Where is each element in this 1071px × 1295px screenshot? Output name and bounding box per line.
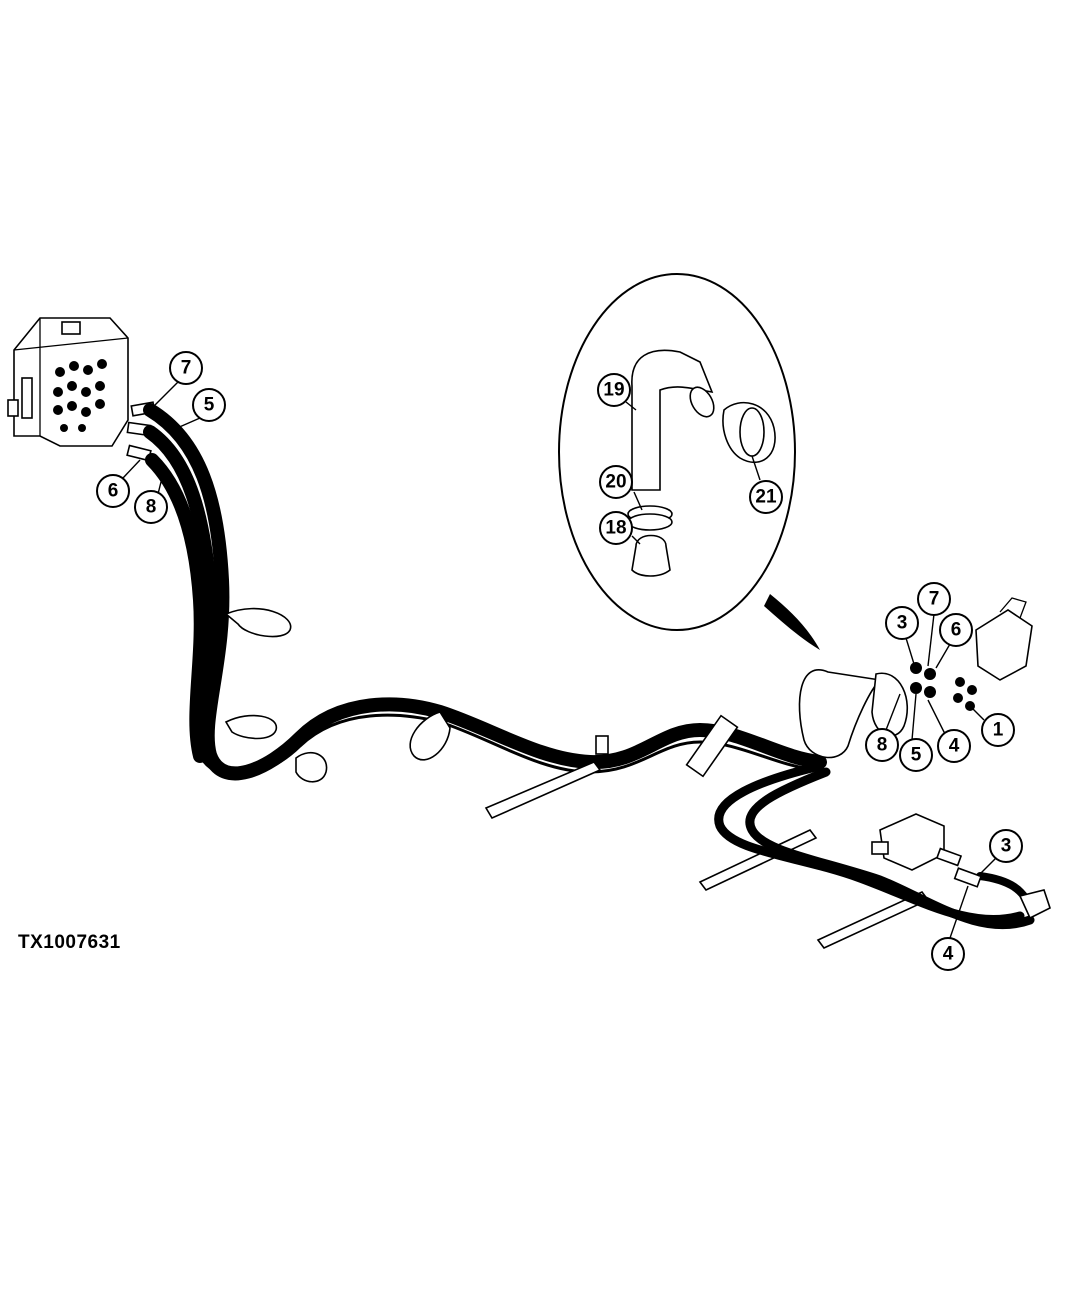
callout-8-valve: 8 — [134, 490, 168, 524]
svg-text:20: 20 — [605, 472, 626, 493]
callout-21: 21 — [749, 480, 783, 514]
frame-brackets — [484, 761, 930, 949]
svg-text:3: 3 — [897, 613, 908, 634]
hose-clamps — [224, 607, 739, 783]
svg-text:7: 7 — [929, 589, 940, 610]
svg-text:18: 18 — [605, 518, 626, 539]
svg-text:21: 21 — [755, 487, 777, 508]
svg-text:6: 6 — [951, 620, 962, 641]
detail-bubble — [558, 273, 820, 650]
callout-8-steering: 8 — [865, 728, 899, 762]
callout-1: 1 — [981, 713, 1015, 747]
steering-valve — [798, 597, 1033, 759]
svg-text:7: 7 — [181, 358, 192, 379]
svg-text:3: 3 — [1001, 836, 1012, 857]
svg-text:8: 8 — [877, 735, 888, 756]
svg-text:5: 5 — [911, 745, 922, 766]
callout-3-steering: 3 — [885, 606, 919, 640]
callout-4-steering: 4 — [937, 729, 971, 763]
svg-text:8: 8 — [146, 497, 157, 518]
leader-lines — [122, 381, 997, 939]
callout-6-valve: 6 — [96, 474, 130, 508]
callout-20: 20 — [599, 465, 633, 499]
priority-valve — [871, 813, 983, 888]
svg-text:6: 6 — [108, 481, 119, 502]
callout-6-steering: 6 — [939, 613, 973, 647]
svg-text:5: 5 — [204, 395, 215, 416]
svg-text:4: 4 — [949, 736, 960, 757]
svg-text:1: 1 — [993, 720, 1004, 741]
callout-19: 19 — [597, 373, 631, 407]
svg-text:19: 19 — [603, 380, 624, 401]
callout-3-lower: 3 — [989, 829, 1023, 863]
callout-7-steering: 7 — [917, 582, 951, 616]
callout-4-lower: 4 — [931, 937, 965, 971]
callout-5-steering: 5 — [899, 738, 933, 772]
lower-hose-loop — [714, 761, 1051, 930]
control-valve-assembly — [7, 317, 129, 447]
callout-7-valve: 7 — [169, 351, 203, 385]
callout-5-valve: 5 — [192, 388, 226, 422]
callout-18: 18 — [599, 511, 633, 545]
hose-bundle — [143, 403, 827, 781]
figure-id-label: TX1007631 — [18, 932, 121, 953]
svg-text:4: 4 — [943, 944, 954, 965]
